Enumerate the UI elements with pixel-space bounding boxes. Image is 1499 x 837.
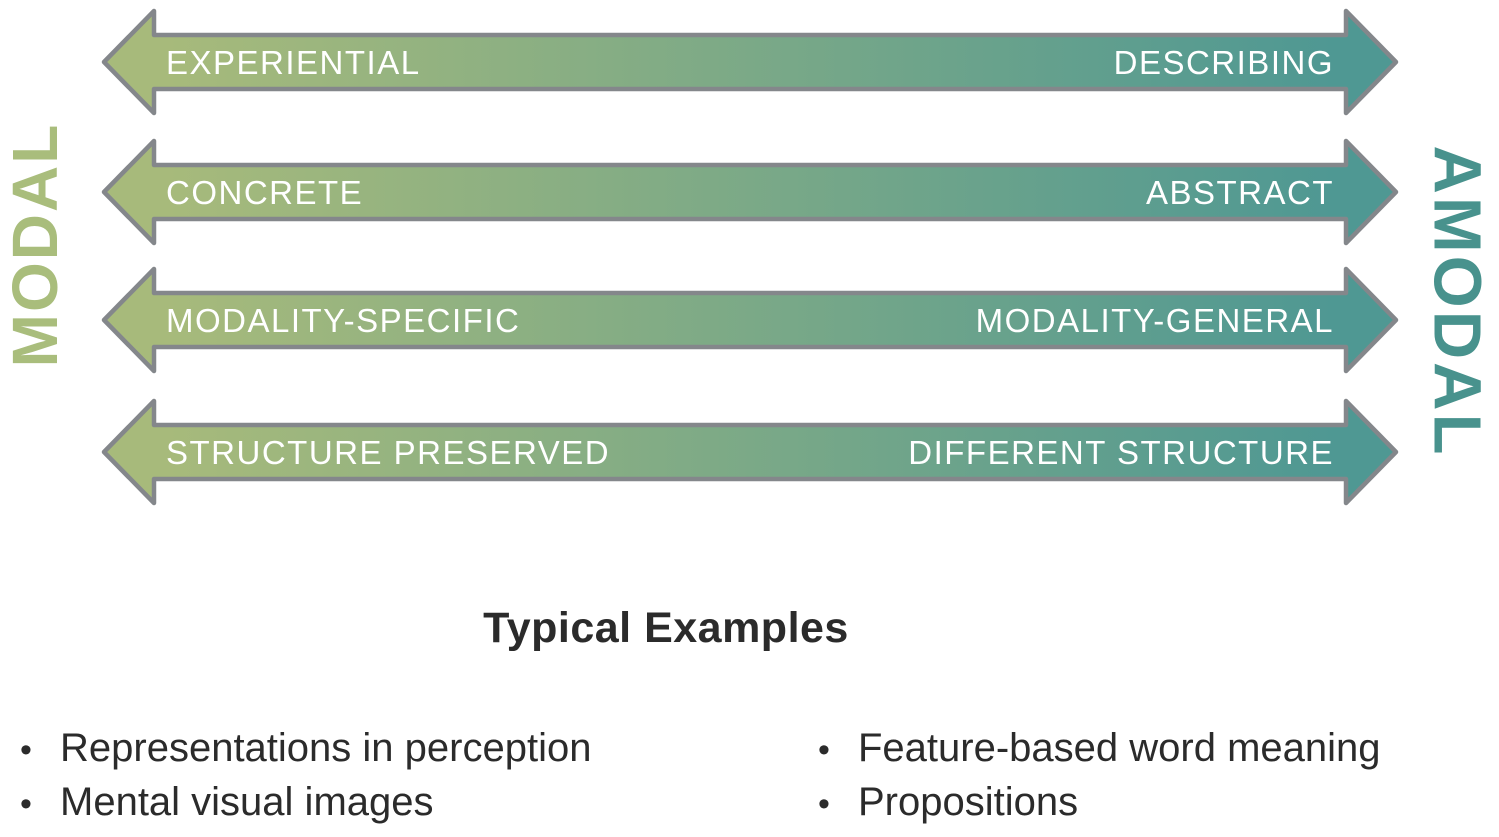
amodal-axis-label: AMODAL <box>1419 145 1495 458</box>
amodal-examples-list: • Feature-based word meaning • Propositi… <box>818 722 1498 830</box>
list-item-text: Feature-based word meaning <box>858 726 1381 770</box>
arrow-labels: EXPERIENTIAL DESCRIBING <box>100 6 1400 118</box>
list-item-text: Propositions <box>858 780 1079 824</box>
arrow-right-label: ABSTRACT <box>1145 173 1334 211</box>
modal-examples-list: • Representations in perception • Mental… <box>20 722 800 830</box>
arrow-right-label: DESCRIBING <box>1113 43 1334 81</box>
modal-axis-label: MODAL <box>0 122 71 368</box>
arrow-right-label: MODALITY-GENERAL <box>975 301 1334 339</box>
continuum-arrow-row-structure: STRUCTURE PRESERVED DIFFERENT STRUCTURE <box>100 396 1400 508</box>
continuum-arrow-row-experiential-describing: EXPERIENTIAL DESCRIBING <box>100 6 1400 118</box>
arrow-labels: MODALITY-SPECIFIC MODALITY-GENERAL <box>100 264 1400 376</box>
arrow-labels: STRUCTURE PRESERVED DIFFERENT STRUCTURE <box>100 396 1400 508</box>
bullet-icon: • <box>818 731 830 769</box>
list-item: • Propositions <box>818 776 1498 830</box>
arrow-labels: CONCRETE ABSTRACT <box>100 136 1400 248</box>
list-item: • Representations in perception <box>20 722 800 776</box>
double-arrow-icon <box>101 138 1399 246</box>
continuum-arrow-row-concrete-abstract: CONCRETE ABSTRACT <box>100 136 1400 248</box>
list-item-text: Representations in perception <box>60 726 592 770</box>
arrow-left-label: CONCRETE <box>166 173 364 211</box>
arrow-left-label: EXPERIENTIAL <box>166 43 421 81</box>
list-item: • Mental visual images <box>20 776 800 830</box>
continuum-arrow-row-modality-specific-general: MODALITY-SPECIFIC MODALITY-GENERAL <box>100 264 1400 376</box>
double-arrow-icon <box>101 266 1399 374</box>
bullet-icon: • <box>818 785 830 823</box>
arrow-left-label: MODALITY-SPECIFIC <box>166 301 521 339</box>
typical-examples-title: Typical Examples <box>483 604 849 652</box>
list-item: • Feature-based word meaning <box>818 722 1498 776</box>
bullet-icon: • <box>20 785 32 823</box>
double-arrow-icon <box>101 8 1399 116</box>
arrow-left-label: STRUCTURE PRESERVED <box>166 433 611 471</box>
list-item-text: Mental visual images <box>60 780 434 824</box>
double-arrow-icon <box>101 398 1399 506</box>
arrow-right-label: DIFFERENT STRUCTURE <box>908 433 1334 471</box>
bullet-icon: • <box>20 731 32 769</box>
